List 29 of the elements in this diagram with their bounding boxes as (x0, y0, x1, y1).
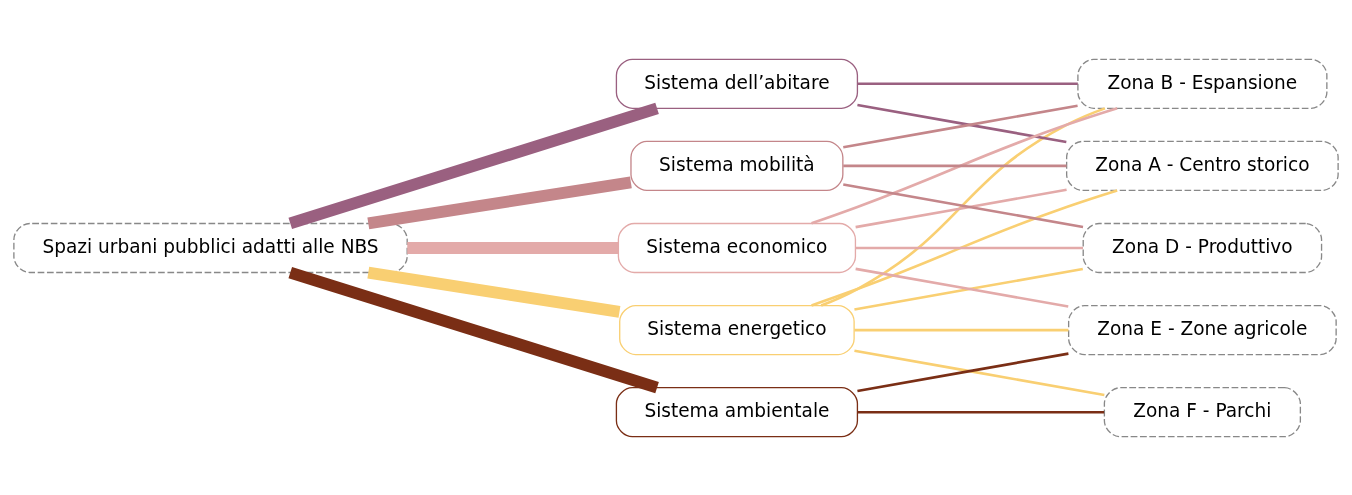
node-box: Zona E - Zone agricole (1067, 304, 1337, 355)
node-box: Sistema dell’abitare (615, 58, 859, 109)
connector (820, 106, 1106, 307)
connector (857, 103, 1067, 143)
connector (854, 348, 1105, 396)
connector (367, 266, 621, 318)
connector (857, 410, 1105, 414)
connector (855, 246, 1083, 249)
connector (843, 182, 1084, 228)
connector (854, 328, 1069, 331)
connector (843, 103, 1078, 149)
connector (843, 164, 1067, 167)
node-box: Sistema economico (617, 222, 857, 273)
node-box: Sistema ambientale (615, 386, 859, 437)
connector (857, 81, 1078, 85)
node-box: Sistema mobilità (630, 140, 844, 191)
connector (811, 106, 1118, 225)
connector (367, 175, 632, 229)
connector (811, 188, 1118, 307)
node-box: Spazi urbani pubblici adatti alle NBS (13, 222, 408, 273)
node-box: Sistema energetico (619, 304, 855, 355)
node-box: Zona F - Parchi (1103, 386, 1302, 437)
node-box: Zona A - Centro storico (1066, 140, 1339, 191)
connector (855, 187, 1067, 228)
connector (407, 241, 619, 254)
node-box: Zona D - Produttivo (1082, 222, 1323, 273)
connector (857, 351, 1069, 392)
connector (288, 102, 659, 229)
node-box: Zona B - Espansione (1077, 58, 1328, 109)
